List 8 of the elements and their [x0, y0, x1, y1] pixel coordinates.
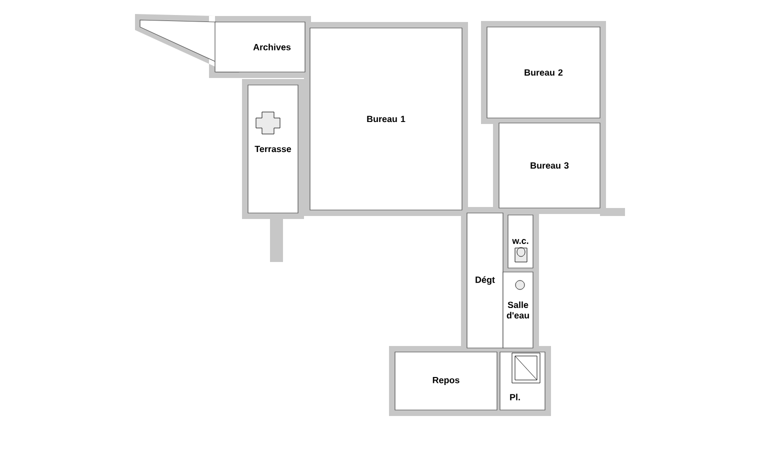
room: Archives	[214, 22, 306, 72]
room: Pl.	[500, 352, 546, 410]
room: Salle d'eau	[502, 272, 534, 348]
room: Repos	[394, 352, 498, 410]
room: Bureau 1	[310, 28, 462, 210]
room: Bureau 2	[486, 26, 600, 118]
room: Bureau 3	[498, 122, 600, 208]
room: Terrasse	[248, 84, 298, 214]
